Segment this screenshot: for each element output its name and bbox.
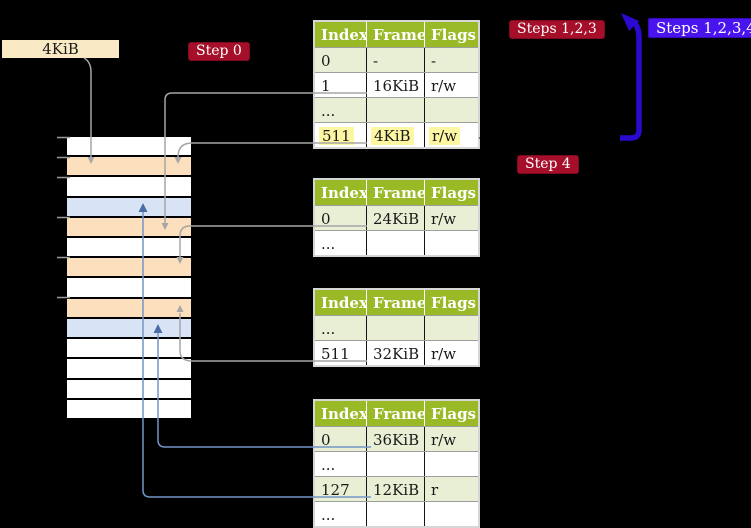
- header-cell-flags: Flags: [431, 405, 476, 423]
- memory-frame-row: [67, 318, 191, 338]
- table-cell: [425, 316, 478, 340]
- highlighted-value: 4KiB: [371, 127, 414, 145]
- table-header-row: Index Frame Flags: [315, 401, 478, 426]
- table-row: 127 12KiB r: [315, 476, 478, 501]
- table-cell: r/w: [431, 210, 457, 228]
- memory-frame-row: [67, 137, 191, 156]
- table-cell: [367, 452, 425, 476]
- table-cell: [425, 452, 478, 476]
- table-cell: -: [367, 48, 425, 72]
- table-cell: 12KiB: [367, 477, 425, 501]
- table-cell: 0: [315, 427, 367, 451]
- step0-badge: Step 0: [188, 42, 250, 61]
- page-table-2: Index Frame Flags 0 24KiB r/w ...: [313, 178, 480, 257]
- header-cell-index: Index: [315, 290, 367, 315]
- memory-frame-row: [67, 359, 191, 378]
- header-cell-frame: Frame: [367, 22, 425, 47]
- table-cell: 1: [315, 73, 367, 97]
- steps123-badge: Steps 1,2,3: [509, 20, 605, 39]
- table-cell: r/w: [431, 345, 457, 363]
- table-row: ...: [315, 451, 478, 476]
- table-header-row: Index Frame Flags: [315, 290, 478, 315]
- table-cell: r/w: [431, 77, 457, 95]
- header-cell-index: Index: [315, 180, 367, 205]
- table-cell: ...: [315, 98, 367, 122]
- header-cell-frame: Frame: [367, 290, 425, 315]
- header-cell-index: Index: [315, 22, 367, 47]
- black-arrow-to-pt1-511: [478, 134, 618, 142]
- table-cell: 16KiB: [367, 73, 425, 97]
- table-cell: 32KiB: [367, 341, 425, 365]
- table-cell: 511: [315, 123, 367, 147]
- header-cell-index: Index: [315, 401, 367, 426]
- table-cell: [367, 98, 425, 122]
- table-header-row: Index Frame Flags: [315, 22, 478, 47]
- table-row-highlighted: 511 4KiB r/w: [315, 122, 478, 147]
- highlighted-value: r/w: [429, 127, 461, 145]
- memory-frame-row: [67, 238, 191, 257]
- table-cell: ...: [315, 452, 367, 476]
- memory-frame-row: [67, 278, 191, 297]
- table-cell: r/w: [425, 123, 478, 147]
- table-cell: [425, 98, 478, 122]
- step4-badge: Step 4: [517, 155, 579, 174]
- table-cell: 4KiB: [367, 123, 425, 147]
- table-row: 0 24KiB r/w: [315, 205, 478, 230]
- memory-frame-row: [67, 258, 191, 277]
- page-table-3: Index Frame Flags ... 511 32KiB r/w: [313, 288, 480, 367]
- memory-frame-row: [67, 399, 191, 418]
- table-row: ...: [315, 501, 478, 526]
- table-row: ...: [315, 97, 478, 122]
- page-size-label: 4KiB: [2, 40, 119, 58]
- table-cell: [367, 316, 425, 340]
- table-row: ...: [315, 230, 478, 255]
- header-cell-flags: Flags: [431, 294, 476, 312]
- table-cell: ...: [315, 231, 367, 255]
- table-cell: 0: [315, 206, 367, 230]
- table-cell: [425, 231, 478, 255]
- table-cell: ...: [315, 502, 367, 526]
- page-table-4: Index Frame Flags 0 36KiB r/w ... 127 12…: [313, 399, 480, 528]
- table-cell: 24KiB: [367, 206, 425, 230]
- table-cell: [367, 231, 425, 255]
- header-cell-frame: Frame: [367, 180, 425, 205]
- table-row: ...: [315, 315, 478, 340]
- header-cell-flags: Flags: [431, 184, 476, 202]
- table-row: 511 32KiB r/w: [315, 340, 478, 365]
- table-cell: [425, 502, 478, 526]
- steps1234-badge: Steps 1,2,3,4: [648, 18, 751, 38]
- memory-frame-row: [67, 217, 191, 237]
- highlighted-value: 511: [319, 127, 354, 145]
- physical-memory-stack: [67, 137, 191, 418]
- table-row: 0 36KiB r/w: [315, 426, 478, 451]
- table-row: 0 - -: [315, 47, 478, 72]
- table-cell: 127: [315, 477, 367, 501]
- memory-frame-row: [67, 157, 191, 176]
- memory-frame-row: [67, 379, 191, 398]
- table-header-row: Index Frame Flags: [315, 180, 478, 205]
- table-cell: 36KiB: [367, 427, 425, 451]
- page-table-1: Index Frame Flags 0 - - 1 16KiB r/w ... …: [313, 20, 480, 149]
- header-cell-flags: Flags: [431, 26, 476, 44]
- memory-frame-row: [67, 298, 191, 317]
- memory-frame-row: [67, 177, 191, 196]
- table-cell: r/w: [431, 431, 457, 449]
- steps-flow-arrow: [620, 13, 642, 141]
- table-cell: [367, 502, 425, 526]
- memory-frame-row: [67, 197, 191, 216]
- table-cell: r: [431, 481, 439, 499]
- header-cell-frame: Frame: [367, 401, 425, 426]
- table-cell: -: [431, 52, 437, 70]
- table-cell: 0: [315, 48, 367, 72]
- memory-frame-row: [67, 339, 191, 358]
- table-row: 1 16KiB r/w: [315, 72, 478, 97]
- table-cell: 511: [315, 341, 367, 365]
- table-cell: ...: [315, 316, 367, 340]
